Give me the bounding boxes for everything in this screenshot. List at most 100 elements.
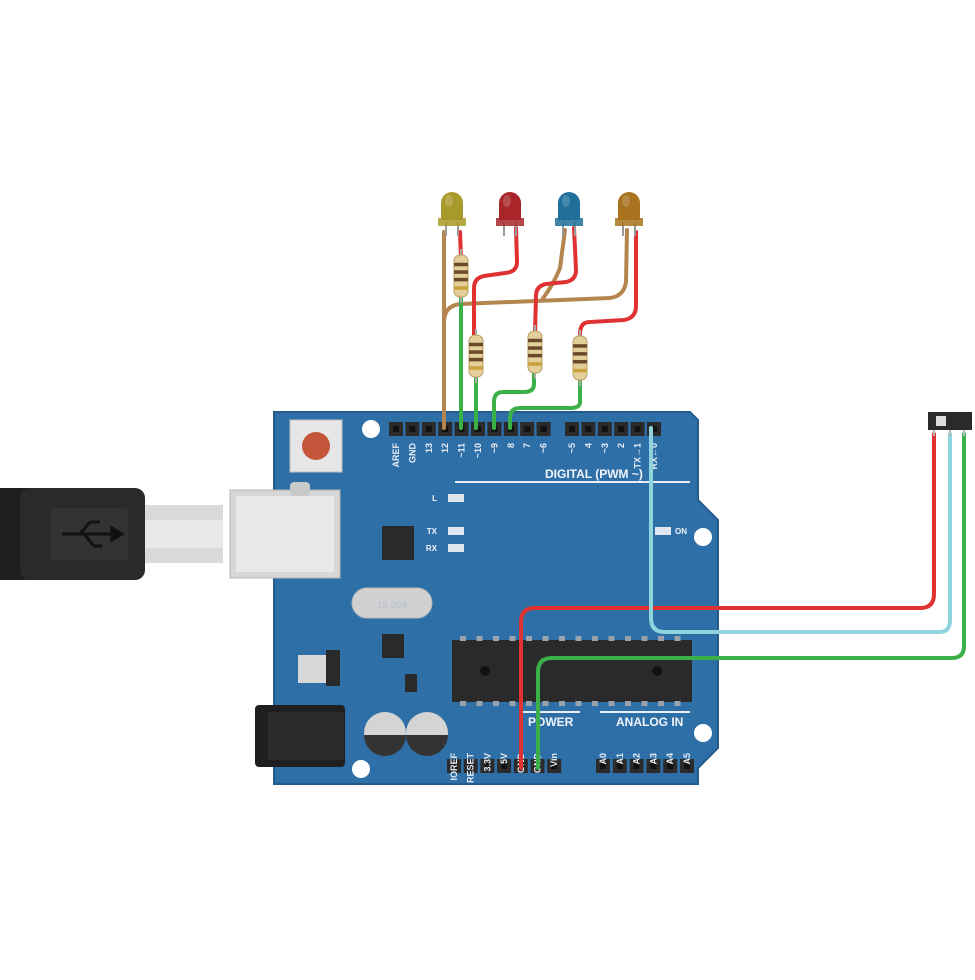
header-hole [540,426,547,432]
wire-led2-anode [472,226,519,338]
resistor [453,249,469,303]
pin-label: ~3 [600,443,610,453]
pin-label: 13 [424,443,434,453]
leds [438,192,643,236]
chip-leg [542,636,549,641]
analog-header: A0 A1 A2 A3 A4 A5 [596,753,694,773]
usb-plug-metal-highlight [145,520,223,548]
pin-label: 3.3V [482,753,492,772]
chip-leg [592,701,598,706]
atmega-legs [460,636,681,706]
transistor [405,674,417,692]
pin-label: A0 [598,753,608,765]
pin-label: A2 [632,753,642,765]
mounting-hole [694,528,712,546]
led-blue[interactable] [555,192,583,236]
header-hole [667,763,674,769]
resistor [468,329,484,383]
chip-leg [575,701,582,706]
header-hole [651,426,657,432]
capacitor [406,712,448,756]
header-hole [650,763,657,769]
reset-button-cap[interactable] [302,432,330,460]
power-header-label: POWER [528,715,574,729]
chip-leg [658,701,664,706]
chip-leg [608,701,615,706]
pin-label: ~10 [473,443,483,458]
crystal-label: 16.000 [377,600,408,611]
header-hole [684,763,690,769]
pin-label: 7 [522,443,532,448]
chip-leg [526,636,532,641]
led-red[interactable] [496,192,524,236]
header-hole [467,763,474,769]
slide-switch[interactable] [928,412,972,436]
pin-label: ~5 [567,443,577,453]
pin-label: RX←0 [649,443,659,470]
pin-label: GND [407,443,417,464]
slide-switch-knob[interactable] [936,416,946,426]
header-hole [618,426,625,432]
led-rx [448,544,464,552]
usb-cable [0,488,223,580]
chip-leg [493,636,499,641]
pin-label: 12 [440,443,450,453]
header-hole [425,426,432,432]
pin-label: 8 [506,443,516,448]
voltage-regulator [326,650,340,686]
chip-leg [658,636,664,641]
led-tx [448,527,464,535]
pin-label: A3 [648,753,658,765]
power-jack-face [268,712,344,760]
header-hole [633,763,640,769]
chip-leg [476,701,483,706]
header-hole [600,763,606,769]
pin-label: Vin [549,753,559,767]
slide-switch-body[interactable] [928,412,972,430]
resistor [572,330,588,386]
header-hole [501,763,508,769]
led-yellow[interactable] [438,192,466,236]
chip-leg [625,701,631,706]
resistors [453,249,588,386]
header-hole [551,763,558,769]
chip-leg [559,701,565,706]
usb-b-port-tab [290,482,310,496]
chip-leg [460,636,466,641]
wire-switch-5v [519,432,936,770]
header-hole [475,426,481,432]
chip-leg [625,636,631,641]
atmega-dot [652,666,662,676]
pin-label: ~9 [489,443,499,453]
chip-leg [526,701,532,706]
pin-label: A1 [615,753,625,765]
pin-label: RESET [466,753,476,784]
chip-leg [674,701,681,706]
regulator-tab [298,655,326,683]
wire-pin11 [492,370,536,430]
led-orange[interactable] [615,192,643,236]
pin-label: A4 [665,753,675,765]
header-hole [451,763,457,769]
chip-leg [674,636,681,641]
header-hole [569,426,575,432]
resistor [527,325,543,379]
chip-leg [575,636,582,641]
chip-leg [608,636,615,641]
arduino-board: 16.000 L TX RX ON DIGITAL (PWM ~) POWER … [229,411,719,785]
header-hole [484,763,491,769]
chip-leg [542,701,549,706]
chip-leg [460,701,466,706]
pin-label: AREF [391,442,401,467]
pin-label: 2 [616,443,626,448]
usb-b-port-face [236,496,334,572]
chip-leg [509,701,516,706]
chip-leg [509,636,516,641]
pin-label: A5 [682,753,692,765]
chip-leg [641,701,648,706]
chip-leg [641,636,648,641]
pin-label: ~6 [539,443,549,453]
atmega-notch [480,666,490,676]
header-hole [393,426,399,432]
small-chip [382,634,404,658]
